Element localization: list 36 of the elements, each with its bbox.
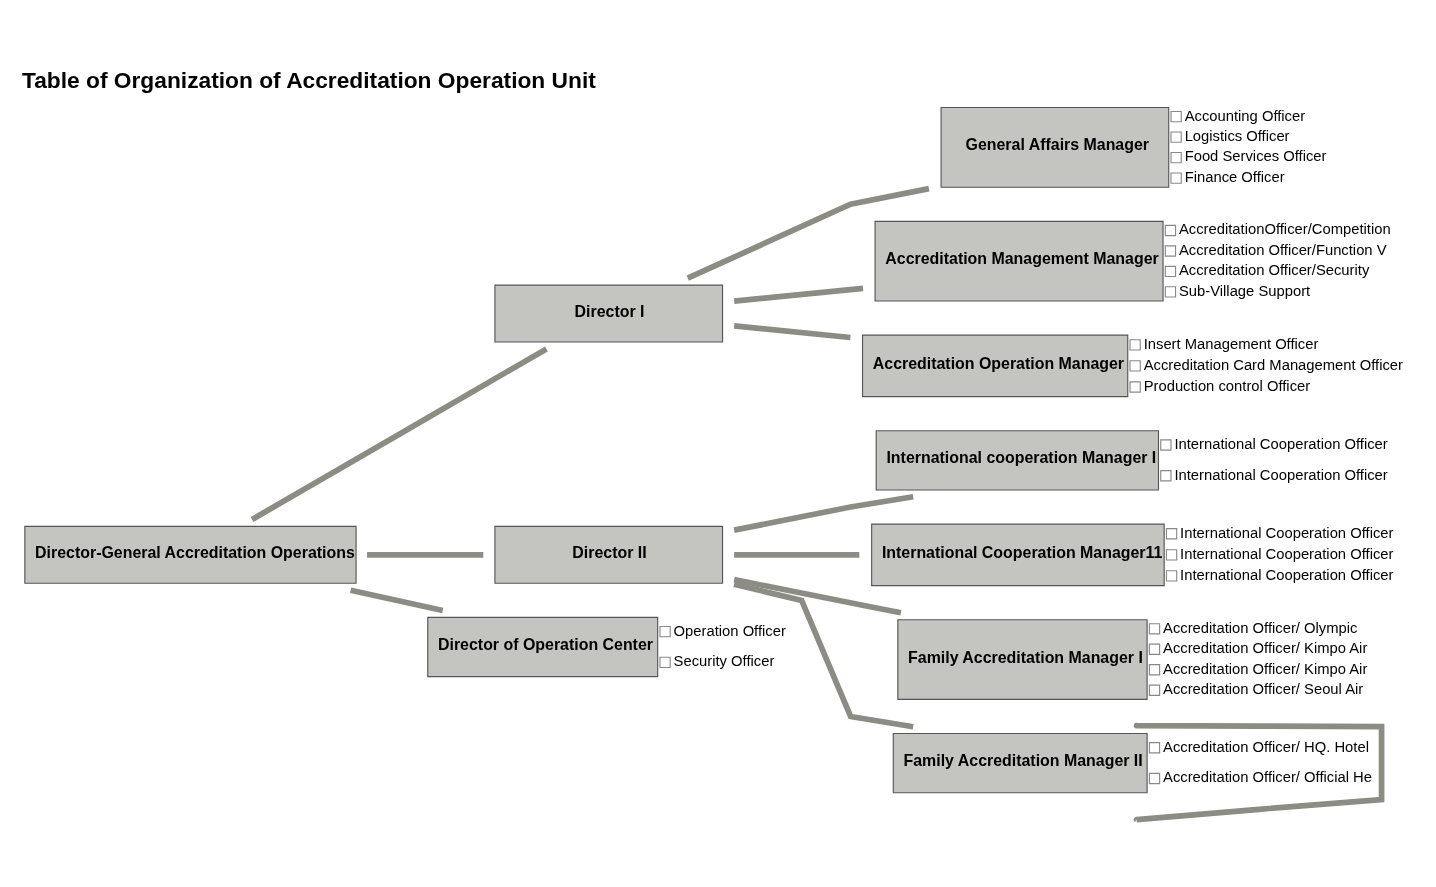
node-label: Sub-Village Support bbox=[1178, 282, 1311, 299]
connector bbox=[733, 581, 914, 730]
connector bbox=[367, 552, 484, 558]
node-label: Food Services Officer bbox=[1184, 148, 1327, 165]
node-label: International Cooperation Officer bbox=[1174, 435, 1388, 452]
node-label: International Cooperation Officer bbox=[1174, 466, 1388, 483]
node-label: International Cooperation Officer bbox=[1180, 545, 1394, 562]
node-label: Accreditation Officer/Security bbox=[1178, 262, 1370, 279]
connector bbox=[733, 494, 914, 533]
node-label: Finance Officer bbox=[1184, 168, 1285, 185]
node-label: Logistics Officer bbox=[1184, 127, 1290, 144]
node-label: AccreditationOfficer/Competition bbox=[1178, 221, 1391, 238]
node-label: Accreditation Officer/ Kimpo Air bbox=[1163, 660, 1368, 677]
node-label: International Cooperation Officer bbox=[1180, 566, 1394, 583]
node-label: Operation Officer bbox=[673, 622, 786, 639]
connector bbox=[734, 552, 860, 558]
node-label: Accreditation Officer/ Olympic bbox=[1163, 619, 1358, 636]
node-label: Accounting Officer bbox=[1184, 107, 1306, 124]
node-label: Accreditation Officer/Function V bbox=[1178, 241, 1387, 258]
node-label: Accreditation Card Management Officer bbox=[1143, 356, 1404, 373]
connector bbox=[350, 587, 444, 614]
node-label: International Cooperation Officer bbox=[1180, 524, 1394, 541]
connector bbox=[733, 323, 851, 341]
node-label: Accreditation Officer/ Seoul Air bbox=[1163, 681, 1364, 698]
node-label: Production control Officer bbox=[1143, 377, 1311, 394]
node-label: Security Officer bbox=[673, 653, 775, 670]
node-label: Insert Management Officer bbox=[1143, 335, 1319, 352]
connector bbox=[733, 576, 902, 616]
node-label: Accreditation Officer/ HQ. Hotel bbox=[1163, 738, 1369, 755]
node-label: Accreditation Officer/ Official He bbox=[1163, 769, 1372, 786]
connector bbox=[250, 346, 548, 522]
connector bbox=[1136, 722, 1385, 823]
diagram-title: Table of Organization of Accreditation Operation Unit bbox=[21, 67, 596, 94]
connector bbox=[733, 285, 864, 304]
connector bbox=[686, 185, 930, 281]
node-label: Accreditation Officer/ Kimpo Air bbox=[1163, 640, 1368, 657]
